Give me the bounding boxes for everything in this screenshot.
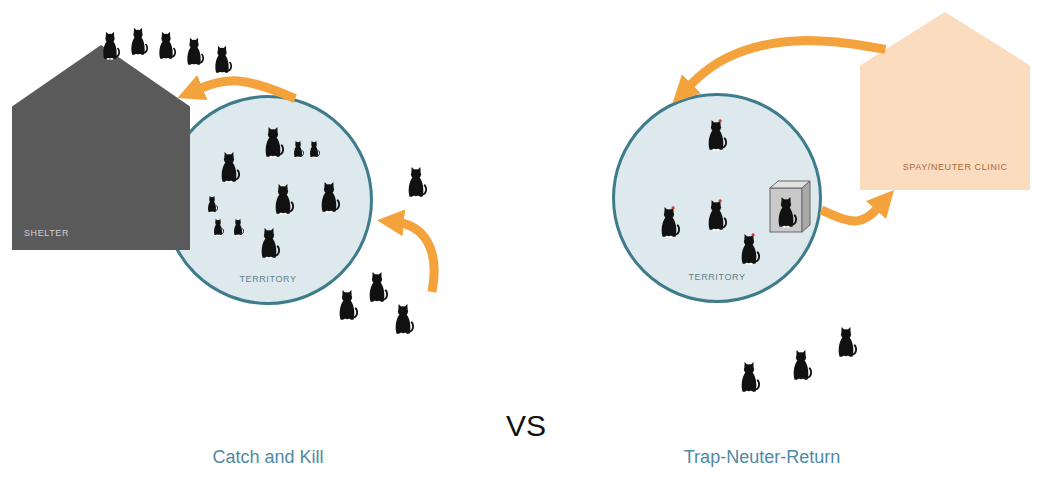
cat-figure: [742, 362, 759, 393]
flow-arrow: [685, 41, 885, 90]
shelter-house-outline: [12, 45, 190, 250]
flow-arrow: [821, 203, 882, 221]
territory-circle: TERRITORY: [612, 93, 822, 303]
cat-figure: [794, 350, 811, 381]
kitten-figure: [294, 141, 304, 158]
cat-figure: [266, 127, 283, 158]
label-holder: Catch and Kill: [212, 447, 323, 469]
clinic-label: SPAY/NEUTER CLINIC: [903, 162, 1008, 173]
cat-figure: [187, 38, 203, 66]
cat-figure: [131, 28, 147, 56]
cat-trap: [770, 181, 810, 232]
eartipped-cat: [662, 206, 679, 238]
cat-figure: [215, 46, 231, 74]
label-holder: VS: [506, 408, 546, 444]
versus-label: VS: [506, 408, 546, 444]
territory-label: TERRITORY: [688, 272, 745, 283]
territory-circle: TERRITORY: [163, 95, 373, 305]
eartipped-cat: [709, 119, 726, 151]
cat-figure: [262, 228, 279, 259]
cat-figure: [370, 272, 387, 303]
kitten-figure: [208, 196, 218, 213]
kitten-figure: [214, 219, 224, 236]
label-holder: Trap-Neuter-Return: [684, 447, 840, 469]
flow-arrow: [194, 81, 295, 99]
cat-figure: [276, 184, 293, 215]
cat-figure: [340, 290, 357, 321]
shelter-label: SHELTER: [24, 228, 69, 239]
cat-figure: [839, 327, 856, 358]
cat-figure: [222, 152, 239, 183]
kitten-figure: [234, 219, 244, 236]
territory-label: TERRITORY: [239, 274, 296, 285]
diagram-caption: Catch and Kill: [212, 447, 323, 469]
diagram-caption: Trap-Neuter-Return: [684, 447, 840, 469]
shelter-house: SHELTER: [12, 45, 190, 250]
kitten-figure: [310, 141, 320, 158]
cat-figure: [159, 32, 175, 60]
influx-arrow: [395, 222, 434, 292]
eartipped-cat: [709, 199, 726, 231]
cat-figure: [409, 167, 426, 198]
cat-figure: [322, 182, 339, 213]
eartipped-cat: [742, 233, 759, 265]
clinic-house: SPAY/NEUTER CLINIC: [860, 12, 1030, 190]
cat-figure: [396, 304, 413, 335]
cat-figure: [103, 32, 119, 60]
